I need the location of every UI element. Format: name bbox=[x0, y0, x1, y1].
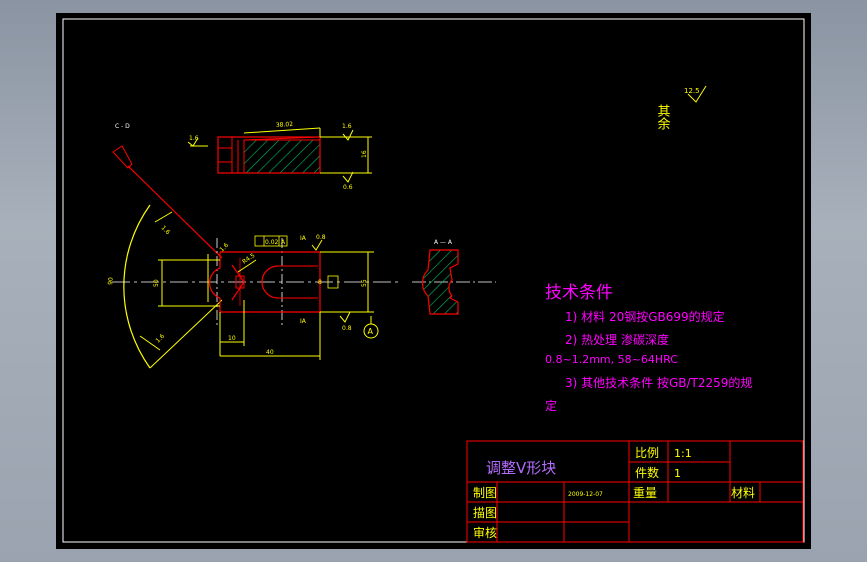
drawn-label: 制图 bbox=[473, 486, 497, 500]
roughness-note: 其余 12.5 bbox=[655, 85, 707, 130]
section-label: A — A bbox=[434, 239, 453, 246]
tech-line-5: 定 bbox=[545, 398, 557, 413]
arc-dim: 90 bbox=[107, 277, 115, 285]
mid-top-label: IA bbox=[300, 235, 307, 242]
title-block bbox=[466, 440, 804, 543]
mid-right-dim: 55 bbox=[361, 279, 368, 287]
drawn-date: 2009-12-07 bbox=[568, 491, 603, 498]
part-name: 调整V形块 bbox=[486, 459, 556, 477]
datum-label: A bbox=[368, 327, 374, 336]
mid-bottom-ra: 0.8 bbox=[342, 325, 352, 332]
section-mark: C - D bbox=[115, 123, 130, 130]
angle-lower: 1.6 bbox=[154, 333, 166, 345]
scale-label: 比例 bbox=[635, 446, 659, 460]
drawing-border bbox=[62, 18, 805, 543]
top-part-hatch bbox=[243, 139, 321, 174]
roughness-value: 12.5 bbox=[684, 87, 700, 95]
top-ra-left: 1.6 bbox=[189, 135, 199, 142]
tech-line-1: 1) 材料 20钢按GB699的规定 bbox=[565, 309, 725, 324]
design-label: 描图 bbox=[473, 506, 497, 520]
title-block-text: 调整V形块 比例 1:1 件数 1 制图 2009-12-07 重量 材料 描图… bbox=[473, 446, 755, 540]
angle-upper: 1.6 bbox=[160, 224, 172, 236]
mid-height-dim: 8 bbox=[318, 279, 322, 286]
scale-value: 1:1 bbox=[674, 447, 692, 460]
tech-line-4: 3) 其他技术条件 按GB/T2259的规 bbox=[565, 375, 752, 390]
top-width-dim: 38.02 bbox=[276, 121, 294, 129]
front-view: 50 0.02 A IA 0.8 1.6 R4.5 8 55 IA 0.8 A … bbox=[112, 234, 400, 360]
weight-label: 重量 bbox=[633, 486, 657, 500]
mid-ra-left: 1.6 bbox=[218, 242, 230, 254]
dim-40: 40 bbox=[266, 349, 274, 356]
mid-ra: 0.8 bbox=[316, 234, 326, 241]
tech-requirements: 技术条件 1) 材料 20钢按GB699的规定 2) 热处理 渗碳深度 0.8~… bbox=[545, 283, 752, 413]
mid-left-height: 50 bbox=[153, 279, 160, 287]
top-view: 38.02 1.6 1.6 16 0.6 bbox=[187, 121, 372, 191]
section-a-a: A — A bbox=[412, 239, 496, 315]
mid-tol-value: 0.02 bbox=[265, 239, 279, 246]
count-value: 1 bbox=[674, 467, 681, 480]
dim-10: 10 bbox=[228, 335, 236, 342]
tolerance-frame bbox=[254, 235, 288, 247]
count-label: 件数 bbox=[635, 465, 659, 480]
datum-circle bbox=[363, 323, 379, 339]
tech-title: 技术条件 bbox=[545, 283, 613, 303]
tech-line-2: 2) 热处理 渗碳深度 bbox=[565, 332, 669, 347]
angled-arm: C - D 90 1.6 1.6 bbox=[107, 123, 223, 369]
top-height-dim: 16 bbox=[361, 150, 368, 158]
tech-line-3: 0.8~1.2mm, 58~64HRC bbox=[545, 353, 678, 366]
top-ra-right: 1.6 bbox=[342, 123, 352, 130]
mid-datum-box: A bbox=[281, 239, 286, 246]
roughness-label: 其余 bbox=[655, 104, 671, 130]
material-label: 材料 bbox=[731, 486, 755, 500]
review-label: 审核 bbox=[473, 525, 497, 540]
top-small-dim: 0.6 bbox=[343, 184, 353, 191]
section-hatch-shape bbox=[421, 249, 459, 315]
mid-bottom-label: IA bbox=[300, 318, 307, 325]
